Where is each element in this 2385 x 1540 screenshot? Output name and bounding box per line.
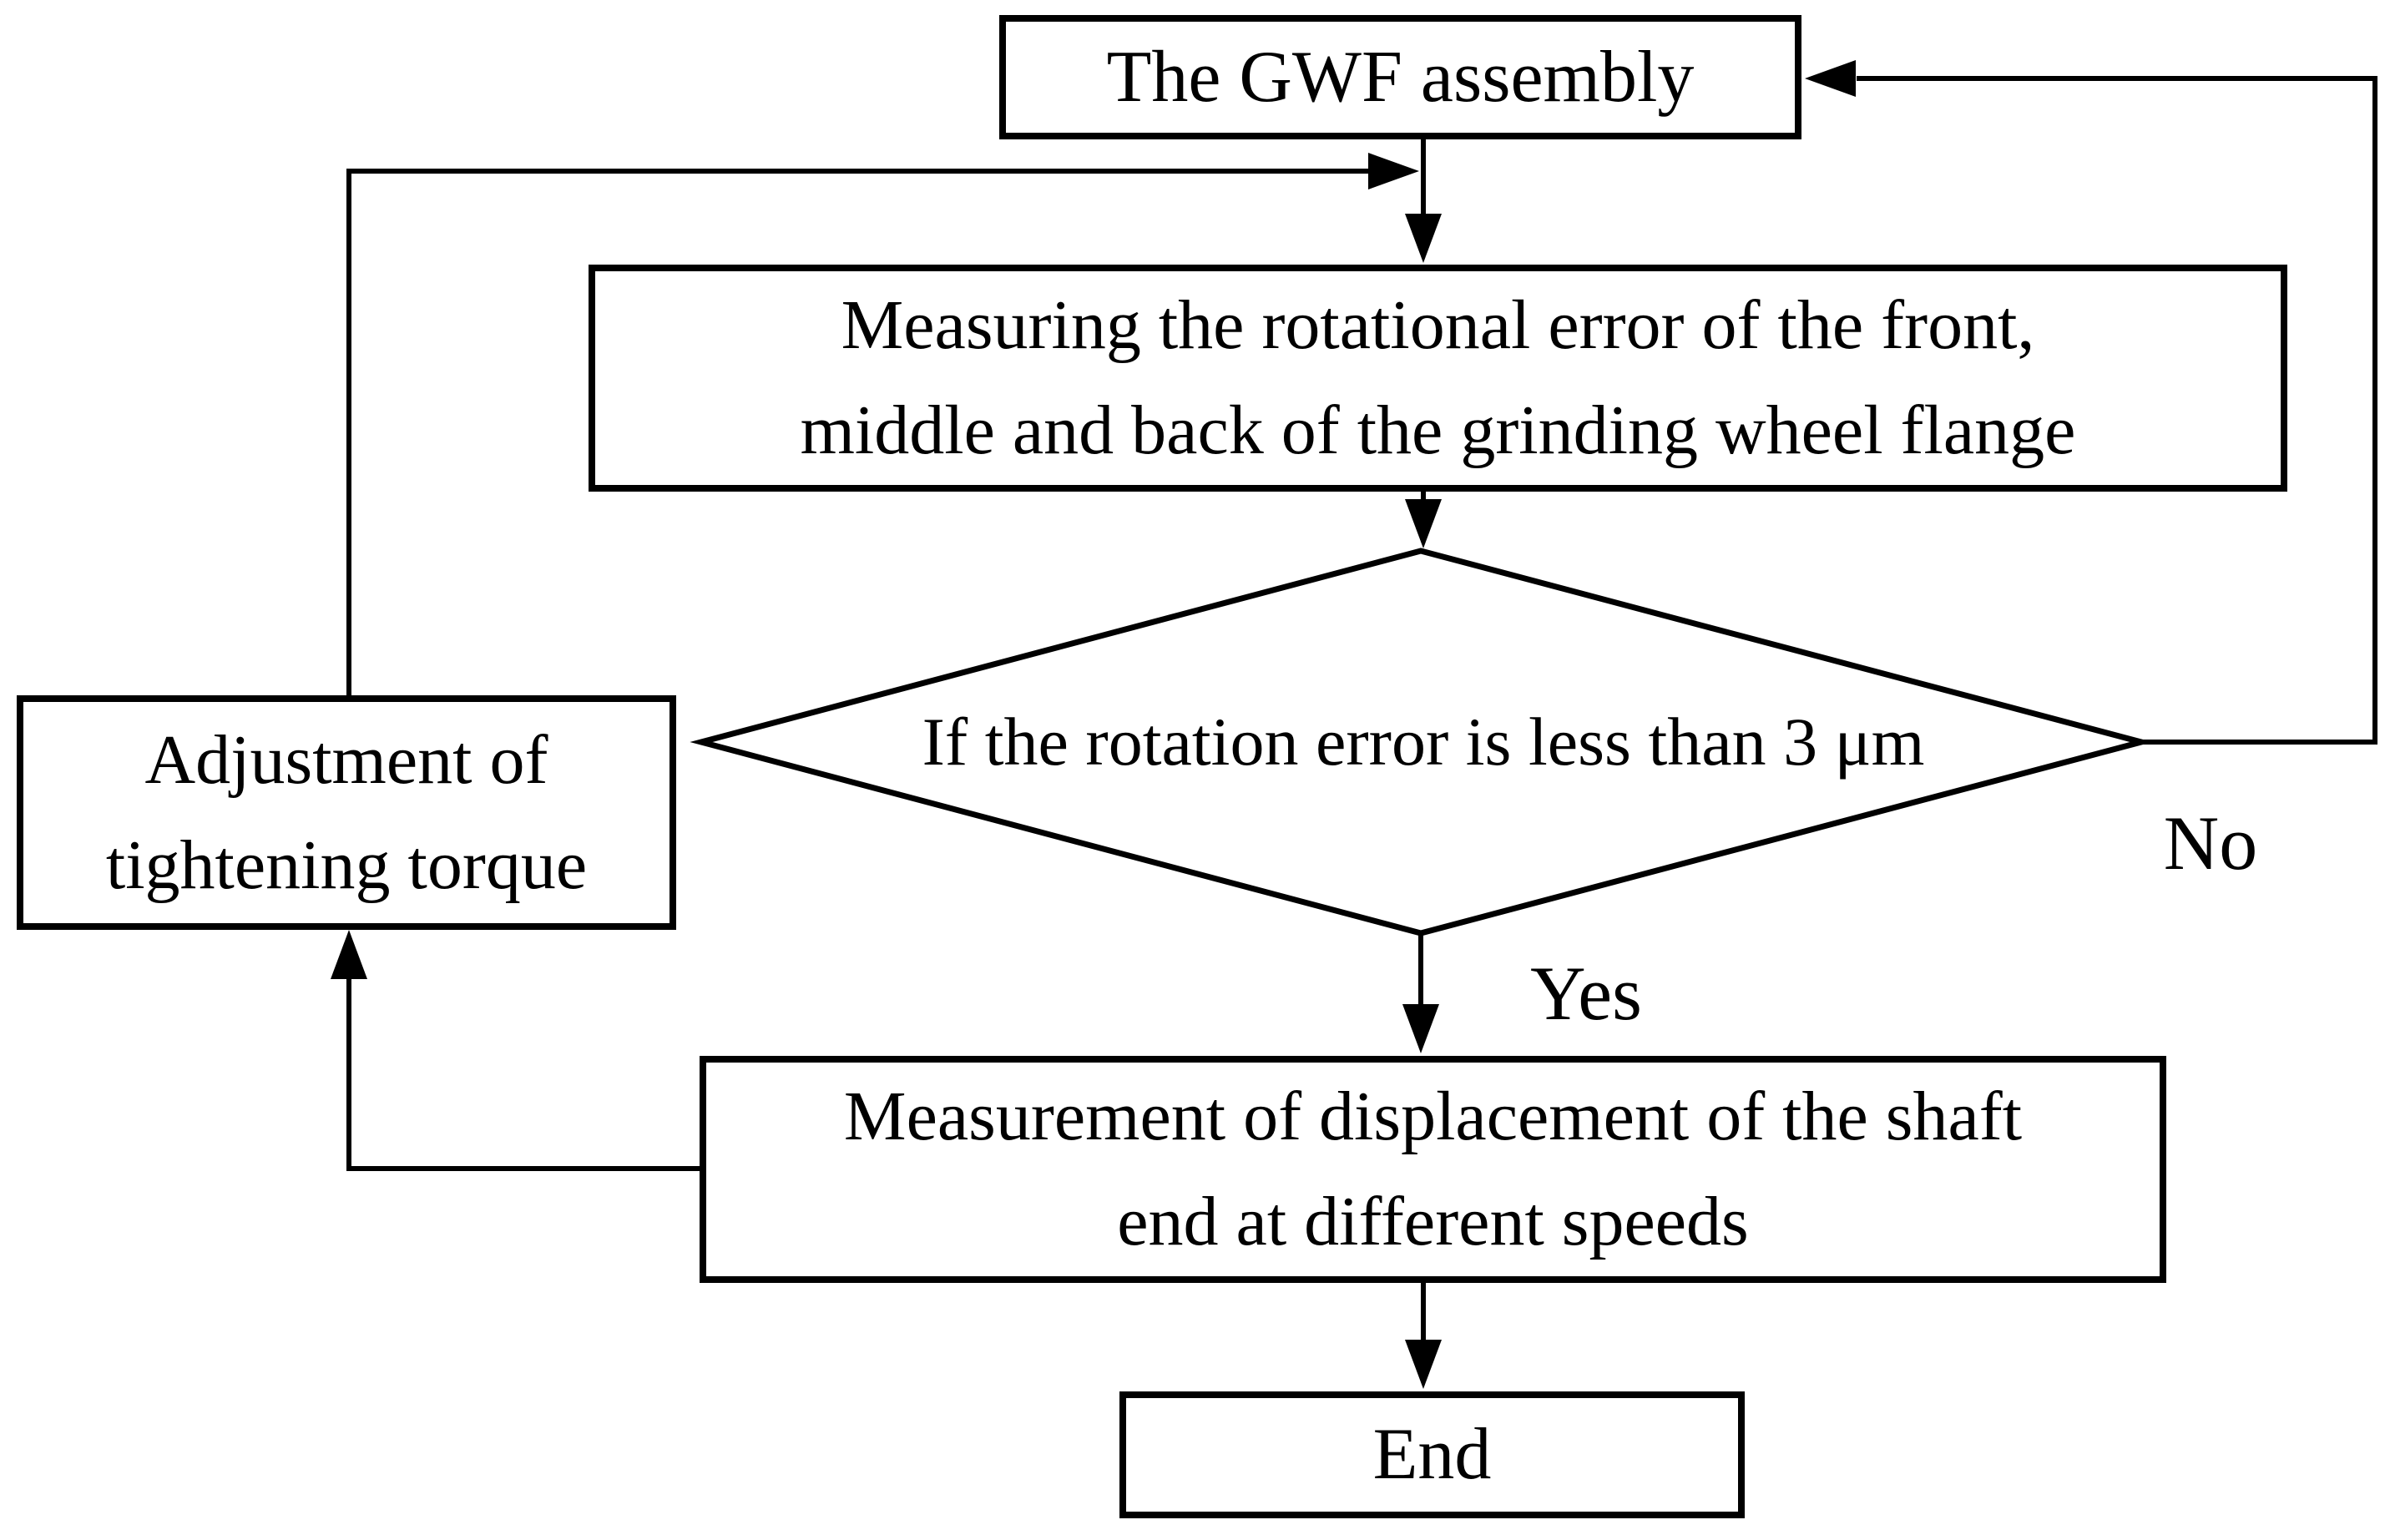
measuring-rotational-error-line1: Measuring the rotational error of the fr…	[841, 286, 2035, 364]
yes-label-text: Yes	[1530, 951, 1642, 1036]
edge-measurement-to-adjustment	[346, 978, 703, 1171]
no-label-text: No	[2163, 800, 2258, 886]
arrowhead-down-into-decision	[1405, 499, 1442, 548]
arrowhead-down-into-measuring	[1405, 214, 1442, 263]
node-decision-label: If the rotation error is less than 3 μm	[793, 688, 2054, 796]
node-measuring-rotational-error: Measuring the rotational error of the fr…	[589, 265, 2287, 492]
adjustment-torque-line2: tightening torque	[105, 826, 588, 904]
gwf-assembly-label: The GWF assembly	[1106, 36, 1695, 118]
no-label: No	[2110, 797, 2311, 889]
measurement-displacement-line1: Measurement of displacement of the shaft	[843, 1078, 2023, 1155]
adjustment-torque-line1: Adjustment of	[144, 720, 548, 799]
edge-decision-no-return-to-gwf	[1857, 76, 2377, 745]
arrowhead-right-into-mainline	[1368, 153, 1419, 189]
arrowhead-down-into-end	[1405, 1340, 1442, 1389]
node-gwf-assembly: The GWF assembly	[999, 15, 1801, 139]
decision-label: If the rotation error is less than 3 μm	[922, 704, 1925, 780]
yes-label: Yes	[1486, 947, 1686, 1039]
arrowhead-up-into-adjustment	[331, 930, 367, 979]
end-label: End	[1372, 1414, 1492, 1495]
node-adjustment-torque: Adjustment of tightening torque	[17, 695, 676, 930]
measurement-displacement-line2: end at different speeds	[1117, 1183, 1749, 1260]
arrowhead-down-into-measurement	[1402, 1004, 1439, 1053]
node-measurement-displacement: Measurement of displacement of the shaft…	[700, 1056, 2166, 1283]
node-end: End	[1119, 1391, 1745, 1518]
edge-adjustment-to-mainline	[346, 169, 1369, 697]
measuring-rotational-error-line2: middle and back of the grinding wheel fl…	[800, 391, 2076, 469]
arrowhead-left-into-gwf	[1805, 60, 1856, 97]
